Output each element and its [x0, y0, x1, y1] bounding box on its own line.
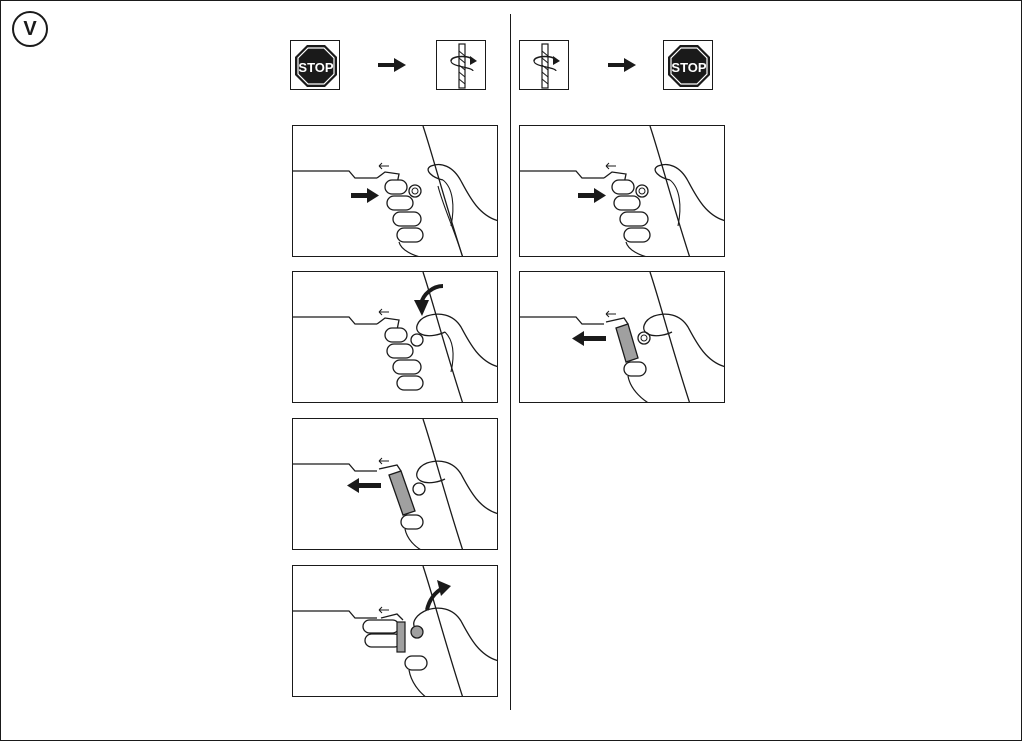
rotating-drill-icon [519, 40, 569, 90]
arrow-right-icon [378, 58, 406, 77]
stop-sign-icon: STOP [290, 40, 340, 90]
stop-sign-text: STOP [298, 60, 333, 75]
left-panel-slide-lever [292, 418, 498, 550]
left-panel-rotate-thumb [292, 271, 498, 403]
step-badge: V [12, 11, 48, 47]
step-label: V [23, 18, 36, 41]
right-panel-slide-lever [519, 271, 725, 403]
arrow-right-icon [608, 58, 636, 77]
rotating-drill-icon [436, 40, 486, 90]
column-divider [510, 14, 511, 710]
left-panel-press-button [292, 125, 498, 257]
stop-sign-icon: STOP [663, 40, 713, 90]
stop-sign-text: STOP [671, 60, 706, 75]
right-panel-press-button [519, 125, 725, 257]
left-panel-release-thumb [292, 565, 498, 697]
